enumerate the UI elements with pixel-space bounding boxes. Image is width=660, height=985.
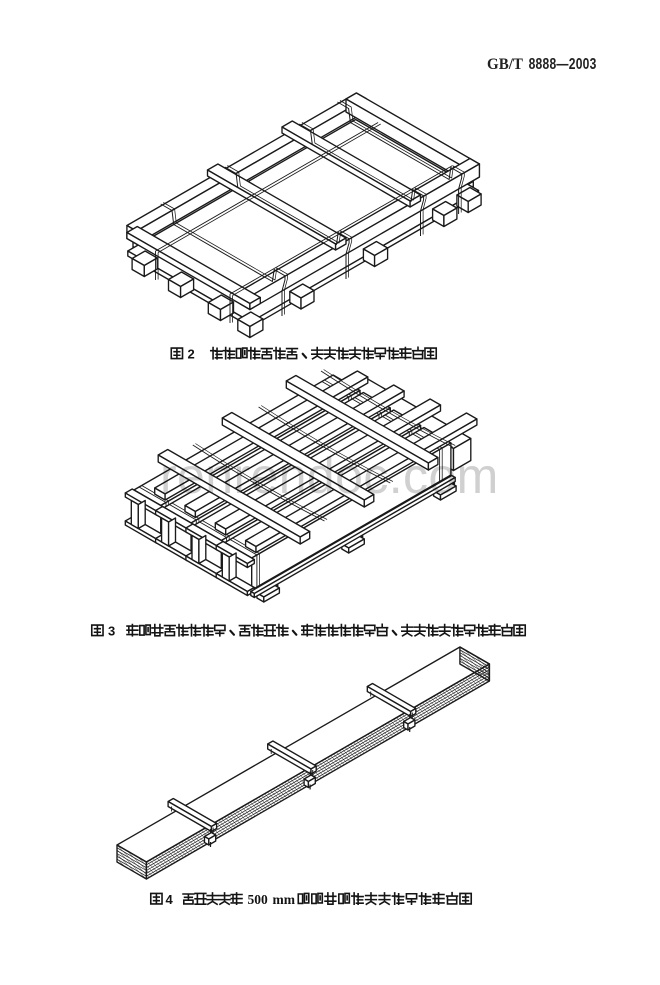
svg-text:4: 4: [166, 892, 174, 907]
svg-text:2: 2: [188, 346, 195, 361]
svg-text:3: 3: [108, 623, 115, 638]
svg-text:500: 500: [248, 892, 269, 907]
svg-text:mm: mm: [273, 892, 296, 907]
